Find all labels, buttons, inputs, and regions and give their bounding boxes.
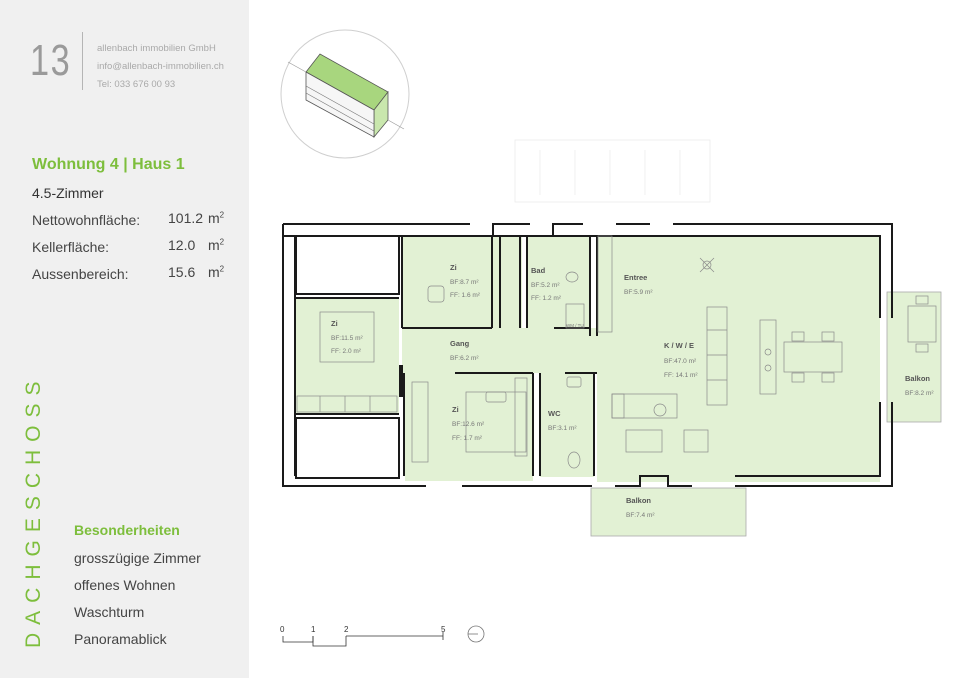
- room-fill-living: [597, 236, 880, 482]
- balcony-south: [590, 487, 747, 537]
- room-name-gang: Gang: [450, 339, 470, 348]
- north-arrow-icon: [467, 625, 485, 643]
- background-sketch: [514, 139, 711, 203]
- room-bf-zi-1: BF:8.7 m²: [450, 279, 479, 286]
- room-bf-zi-3: BF:12.6 m²: [452, 421, 485, 428]
- feature-item: offenes Wohnen: [74, 577, 176, 593]
- area-unit: m2: [208, 237, 225, 253]
- room-bf-kwe: BF:47.0 m²: [664, 358, 697, 365]
- area-row-net: Nettowohnfläche: 101.2 m2: [32, 210, 232, 232]
- area-value: 101.2: [168, 210, 204, 226]
- feature-item: Panoramablick: [74, 631, 167, 647]
- room-bf-bad: BF:5.2 m²: [531, 282, 560, 289]
- furniture: [296, 235, 937, 469]
- area-label: Aussenbereich:: [32, 266, 129, 282]
- room-labels: Zi BF:8.7 m² FF: 1.6 m² Bad BF:5.2 m² FF…: [331, 263, 934, 519]
- room-ff-kwe: FF: 14.1 m²: [664, 372, 698, 379]
- room-fills: [295, 236, 880, 482]
- feature-item: Waschturm: [74, 604, 145, 620]
- room-bf-zi-2: BF:11.5 m²: [331, 335, 364, 342]
- room-name-kwe: K / W / E: [664, 341, 694, 350]
- area-unit: m2: [208, 210, 225, 226]
- company-contact: allenbach immobilien GmbH info@allenbach…: [97, 40, 224, 94]
- room-name-balkon-east: Balkon: [905, 374, 930, 383]
- room-name-zi-3: Zi: [452, 405, 459, 414]
- room-ff-zi-3: FF: 1.7 m²: [452, 435, 483, 442]
- area-row-outdoor: Aussenbereich: 15.6 m2: [32, 264, 232, 286]
- scale-tick: 0: [280, 625, 285, 634]
- storage-room-north: [295, 235, 400, 295]
- sliding-door: [399, 365, 403, 397]
- room-ff-bad: FF: 1.2 m²: [531, 295, 562, 302]
- area-row-cellar: Kellerfläche: 12.0 m2: [32, 237, 232, 259]
- walls: [282, 223, 893, 487]
- room-bf-balkon-east: BF:8.2 m²: [905, 390, 934, 397]
- scale-tick: 5: [441, 625, 446, 634]
- storage-room-south: [295, 417, 400, 479]
- company-email: info@allenbach-immobilien.ch: [97, 61, 224, 72]
- room-name-wc: WC: [548, 409, 561, 418]
- room-ff-zi-2: FF: 2.0 m²: [331, 348, 362, 355]
- room-fill-gang: [402, 328, 597, 373]
- key-plan-icon: [280, 29, 410, 159]
- area-value: 12.0: [168, 237, 196, 253]
- room-ff-zi-1: FF: 1.6 m²: [450, 292, 481, 299]
- floor-label: DACHGESCHOSS: [22, 373, 45, 648]
- wm-tu-label: WM / TU: [566, 323, 584, 328]
- unit-title: Wohnung 4 | Haus 1: [32, 156, 185, 173]
- header-divider: [82, 32, 83, 90]
- balcony-east: [886, 291, 942, 423]
- room-fill-zi-3: [405, 373, 533, 481]
- room-fill-wc: [540, 373, 594, 477]
- room-fill-zi-1: [402, 236, 522, 328]
- area-label: Nettowohnfläche:: [32, 212, 141, 228]
- floor-plan: Zi BF:8.7 m² FF: 1.6 m² Bad BF:5.2 m² FF…: [280, 29, 942, 647]
- room-bf-wc: BF:3.1 m²: [548, 425, 577, 432]
- room-name-bad: Bad: [531, 266, 546, 275]
- info-sidebar: 13 allenbach immobilien GmbH info@allenb…: [0, 0, 249, 678]
- room-fill-zi-2: [295, 298, 399, 414]
- company-phone: Tel: 033 676 00 93: [97, 79, 176, 90]
- room-bf-gang: BF:6.2 m²: [450, 355, 479, 362]
- room-bf-entree: BF:5.9 m²: [624, 289, 653, 296]
- area-label: Kellerfläche:: [32, 239, 110, 255]
- scale-bar: 0 1 2 5: [280, 625, 446, 647]
- area-unit: m2: [208, 264, 225, 280]
- company-name: allenbach immobilien GmbH: [97, 43, 216, 54]
- room-fill-bad: [527, 236, 589, 328]
- room-name-entree: Entree: [624, 273, 647, 282]
- room-name-zi-1: Zi: [450, 263, 457, 272]
- room-name-zi-2: Zi: [331, 319, 338, 328]
- scale-tick: 1: [311, 625, 316, 634]
- room-bf-balkon-south: BF:7.4 m²: [626, 512, 655, 519]
- feature-item: grosszügige Zimmer: [74, 550, 201, 566]
- area-value: 15.6: [168, 264, 196, 280]
- room-count: 4.5-Zimmer: [32, 185, 104, 201]
- features-title: Besonderheiten: [74, 522, 180, 538]
- scale-tick: 2: [344, 625, 349, 634]
- room-name-balkon-south: Balkon: [626, 496, 651, 505]
- page-number: 13: [30, 36, 72, 85]
